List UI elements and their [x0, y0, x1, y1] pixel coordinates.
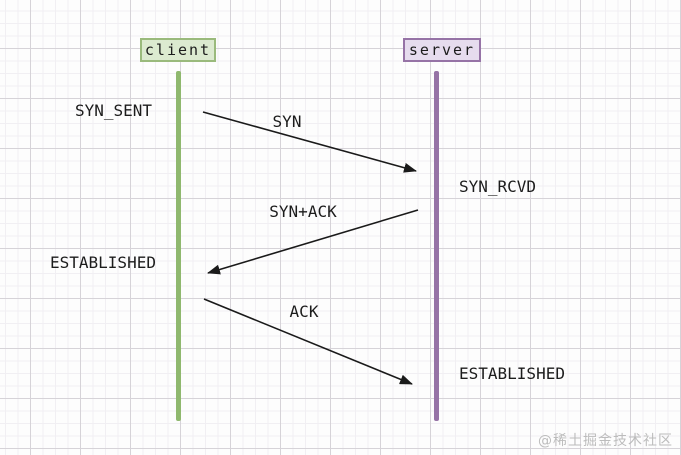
- actor-server-label: server: [408, 41, 476, 59]
- state-label-syn-sent: SYN_SENT: [75, 101, 153, 120]
- state-label-established-server: ESTABLISHED: [459, 364, 565, 383]
- watermark: @稀土掘金技术社区: [538, 433, 673, 449]
- actor-client-box: client: [140, 38, 216, 62]
- server-lifeline: [434, 71, 439, 421]
- message-label-syn-ack: SYN+ACK: [269, 202, 337, 221]
- actor-client-label: client: [144, 41, 212, 59]
- state-label-syn-rcvd: SYN_RCVD: [459, 177, 537, 196]
- message-label-ack: ACK: [289, 302, 319, 321]
- actor-server-box: server: [403, 38, 481, 62]
- message-label-syn: SYN: [272, 112, 302, 131]
- arrow-syn: [202, 111, 417, 173]
- state-label-established-client: ESTABLISHED: [50, 253, 156, 272]
- client-lifeline: [176, 71, 181, 421]
